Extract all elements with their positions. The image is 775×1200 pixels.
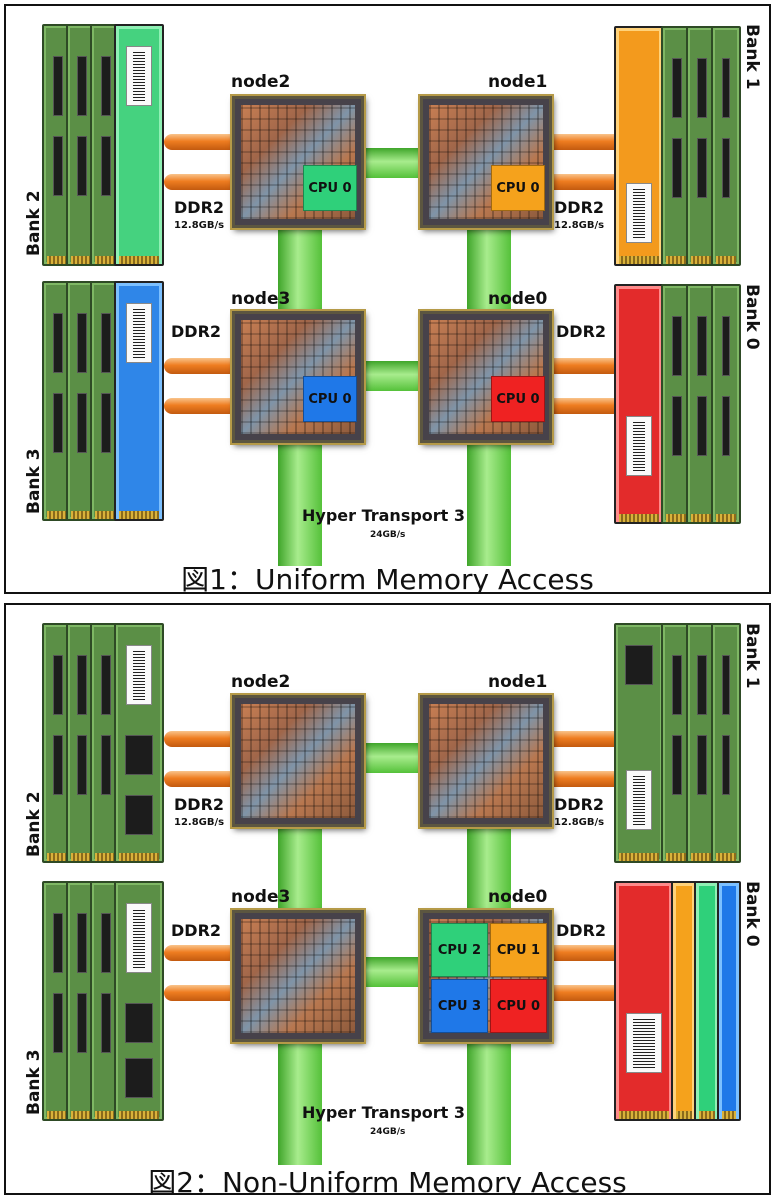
cpu-label: CPU 0 [496,391,540,407]
cpu-core: CPU 3 [431,979,488,1033]
ddr-label: DDR2 [554,795,605,814]
ddr-speed: 12.8GB/s [554,220,605,231]
cpu-label: CPU 0 [496,180,540,196]
ddr-link [546,731,626,747]
ddr-link [164,358,244,374]
cpu-label: CPU 3 [437,998,482,1014]
bank3-label: Bank 3 [24,1049,44,1115]
memory-module-highlighted [717,881,741,1121]
ddr-link [546,174,626,190]
node0-label: node0 [488,289,548,309]
cpu-core: CPU 0 [490,979,547,1033]
uma-diagram: CPU 0 CPU 0 CPU 0 CPU 0 node2 node1 node… [4,4,771,594]
ddr-link [546,771,626,787]
bank0-label: Bank 0 [742,284,762,350]
node2-cpu [232,695,364,827]
ddr-link [164,771,244,787]
bank0-label: Bank 0 [742,881,762,947]
cpu-label: CPU 1 [496,942,541,958]
ddr-label: DDR2 [171,921,222,940]
cpu-core: CPU 0 [303,376,357,422]
memory-module-highlighted [614,26,664,266]
ddr-label: DDR2 [174,198,225,217]
cpu-core: CPU 1 [490,923,547,977]
ddr-link [164,731,244,747]
ddr-label: DDR2 [171,322,222,341]
ddr-link [164,134,244,150]
ddr-link [546,945,626,961]
node1-cpu [420,695,552,827]
node3-label: node3 [231,887,291,907]
memory-module-highlighted [614,284,664,524]
bank1-label: Bank 1 [742,623,762,689]
node0-cpu: CPU 2 CPU 1 CPU 3 CPU 0 [420,910,552,1042]
memory-module [711,623,741,863]
ddr-link [546,398,626,414]
bank1-label: Bank 1 [742,24,762,90]
cpu-core: CPU 0 [491,165,545,211]
ht-speed: 24GB/s [370,530,406,540]
cpu-label: CPU 0 [308,391,352,407]
node2-cpu: CPU 0 [232,96,364,228]
node0-cpu: CPU 0 [420,311,552,443]
caption: 図1：Uniform Memory Access [181,563,594,594]
bank2-label: Bank 2 [24,190,44,256]
bank3-label: Bank 3 [24,448,44,514]
node2-label: node2 [231,72,291,92]
node1-label: node1 [488,72,548,92]
ht-label: Hyper Transport 3 [302,506,466,525]
node3-cpu: CPU 0 [232,311,364,443]
node3-cpu [232,910,364,1042]
ddr-link [546,985,626,1001]
memory-module-highlighted [114,281,164,521]
ddr-link [164,398,244,414]
cpu-core: CPU 0 [491,376,545,422]
node2-label: node2 [231,672,291,692]
ddr-speed: 12.8GB/s [174,817,225,828]
memory-module-highlighted [114,24,164,266]
ddr-speed: 12.8GB/s [554,817,605,828]
ddr-label: DDR2 [556,322,607,341]
node3-label: node3 [231,289,291,309]
ht-speed: 24GB/s [370,1127,406,1137]
cpu-core: CPU 0 [303,165,357,211]
ddr-link [164,174,244,190]
ht-label: Hyper Transport 3 [302,1103,466,1122]
ddr-link [164,985,244,1001]
caption: 図2：Non-Uniform Memory Access [148,1166,627,1195]
cpu-label: CPU 0 [308,180,352,196]
numa-diagram: CPU 2 CPU 1 CPU 3 CPU 0 node2 node1 node… [4,603,771,1195]
cpu-label: CPU 2 [437,942,482,958]
memory-module [711,284,741,524]
ddr-link [546,134,626,150]
ddr-label: DDR2 [554,198,605,217]
ddr-label: DDR2 [556,921,607,940]
memory-module [114,623,164,863]
node1-cpu: CPU 0 [420,96,552,228]
memory-module-highlighted [694,881,720,1121]
node1-label: node1 [488,672,548,692]
ddr-link [164,945,244,961]
memory-module-highlighted [614,881,674,1121]
ddr-label: DDR2 [174,795,225,814]
memory-module [711,26,741,266]
memory-module [614,623,664,863]
bank2-label: Bank 2 [24,791,44,857]
ddr-link [546,358,626,374]
cpu-label: CPU 0 [496,998,541,1014]
memory-module [66,24,98,266]
cpu-core: CPU 2 [431,923,488,977]
ddr-speed: 12.8GB/s [174,220,225,231]
memory-module [114,881,164,1121]
node0-label: node0 [488,887,548,907]
